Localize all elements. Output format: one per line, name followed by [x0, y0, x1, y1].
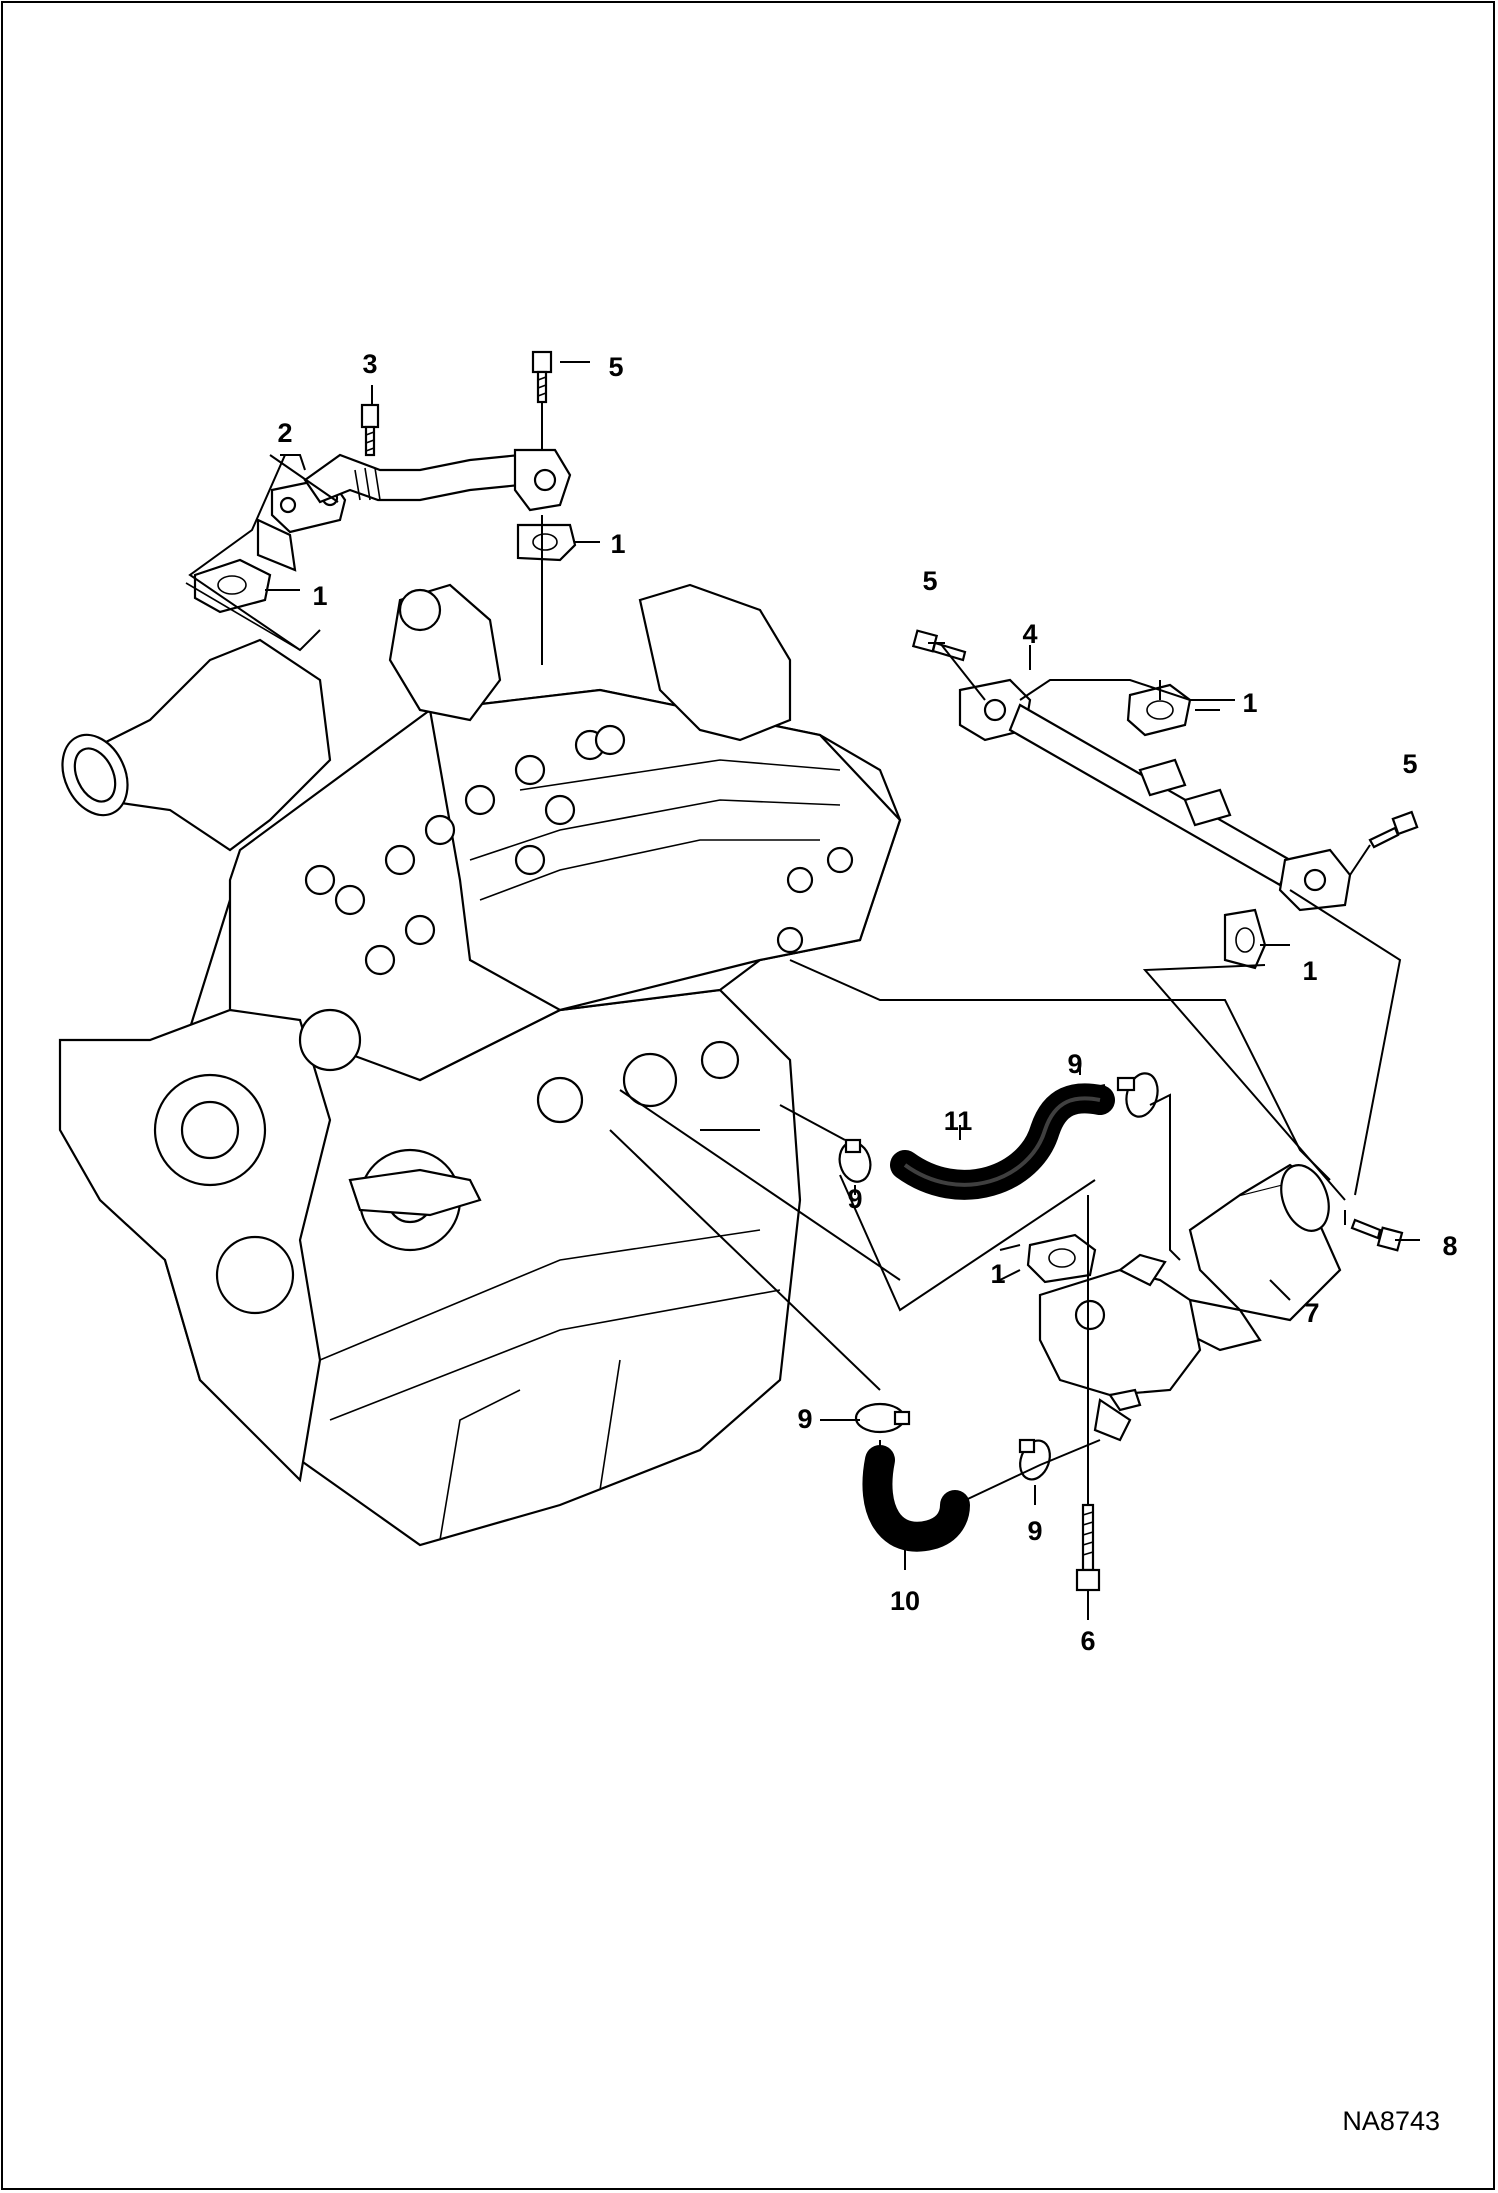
callout-7: 7: [1304, 1298, 1319, 1328]
callout-1: 1: [312, 581, 327, 611]
clamp-9a: [1116, 1072, 1159, 1118]
callout-9: 9: [847, 1184, 862, 1214]
callout-5: 5: [1402, 749, 1417, 779]
clamp-9b: [838, 1138, 872, 1183]
callout-5: 5: [608, 352, 623, 382]
bolt-item-5-upper: [531, 350, 553, 404]
bolt-item-8: [1350, 1218, 1404, 1252]
callout-11: 11: [944, 1106, 973, 1136]
bolt-item-3: [360, 403, 380, 457]
figure-id: NA8743: [1342, 2106, 1440, 2136]
clamp-9c: [854, 1402, 911, 1434]
engine-block: [58, 583, 902, 1547]
callout-9: 9: [1027, 1516, 1042, 1546]
callout-1: 1: [1302, 956, 1317, 986]
egr-pipe-upper: [193, 448, 577, 614]
callout-1: 1: [990, 1259, 1005, 1289]
callout-4: 4: [1022, 619, 1037, 649]
callout-3: 3: [362, 349, 377, 379]
clamp-icons: [838, 1072, 1159, 1481]
bolt-item-5-right-a: [911, 629, 967, 662]
callout-9: 9: [797, 1404, 812, 1434]
callout-5: 5: [922, 566, 937, 596]
clamp-9d: [1018, 1438, 1051, 1481]
bolt-item-6: [1075, 1503, 1101, 1592]
callout-1: 1: [1242, 688, 1257, 718]
callout-9: 9: [1067, 1049, 1082, 1079]
callout-1: 1: [610, 529, 625, 559]
callout-10: 10: [890, 1586, 920, 1616]
egr-cooler: [1026, 1163, 1342, 1442]
callout-6: 6: [1080, 1626, 1095, 1656]
hose-item-10: [862, 1445, 970, 1552]
head-bolt-icons: [304, 724, 854, 976]
callout-2: 2: [277, 418, 292, 448]
egr-pipe-right: [958, 678, 1352, 970]
hose-item-11: [890, 1083, 1115, 1200]
bolt-item-5-right-b: [1368, 810, 1419, 849]
callout-labels: 3 5 2 1 1 5 4 1 5 1 9 11 9 8 1 7 9 9 10 …: [277, 349, 1457, 1656]
leader-lines: [185, 361, 1420, 1620]
callout-8: 8: [1442, 1231, 1457, 1261]
